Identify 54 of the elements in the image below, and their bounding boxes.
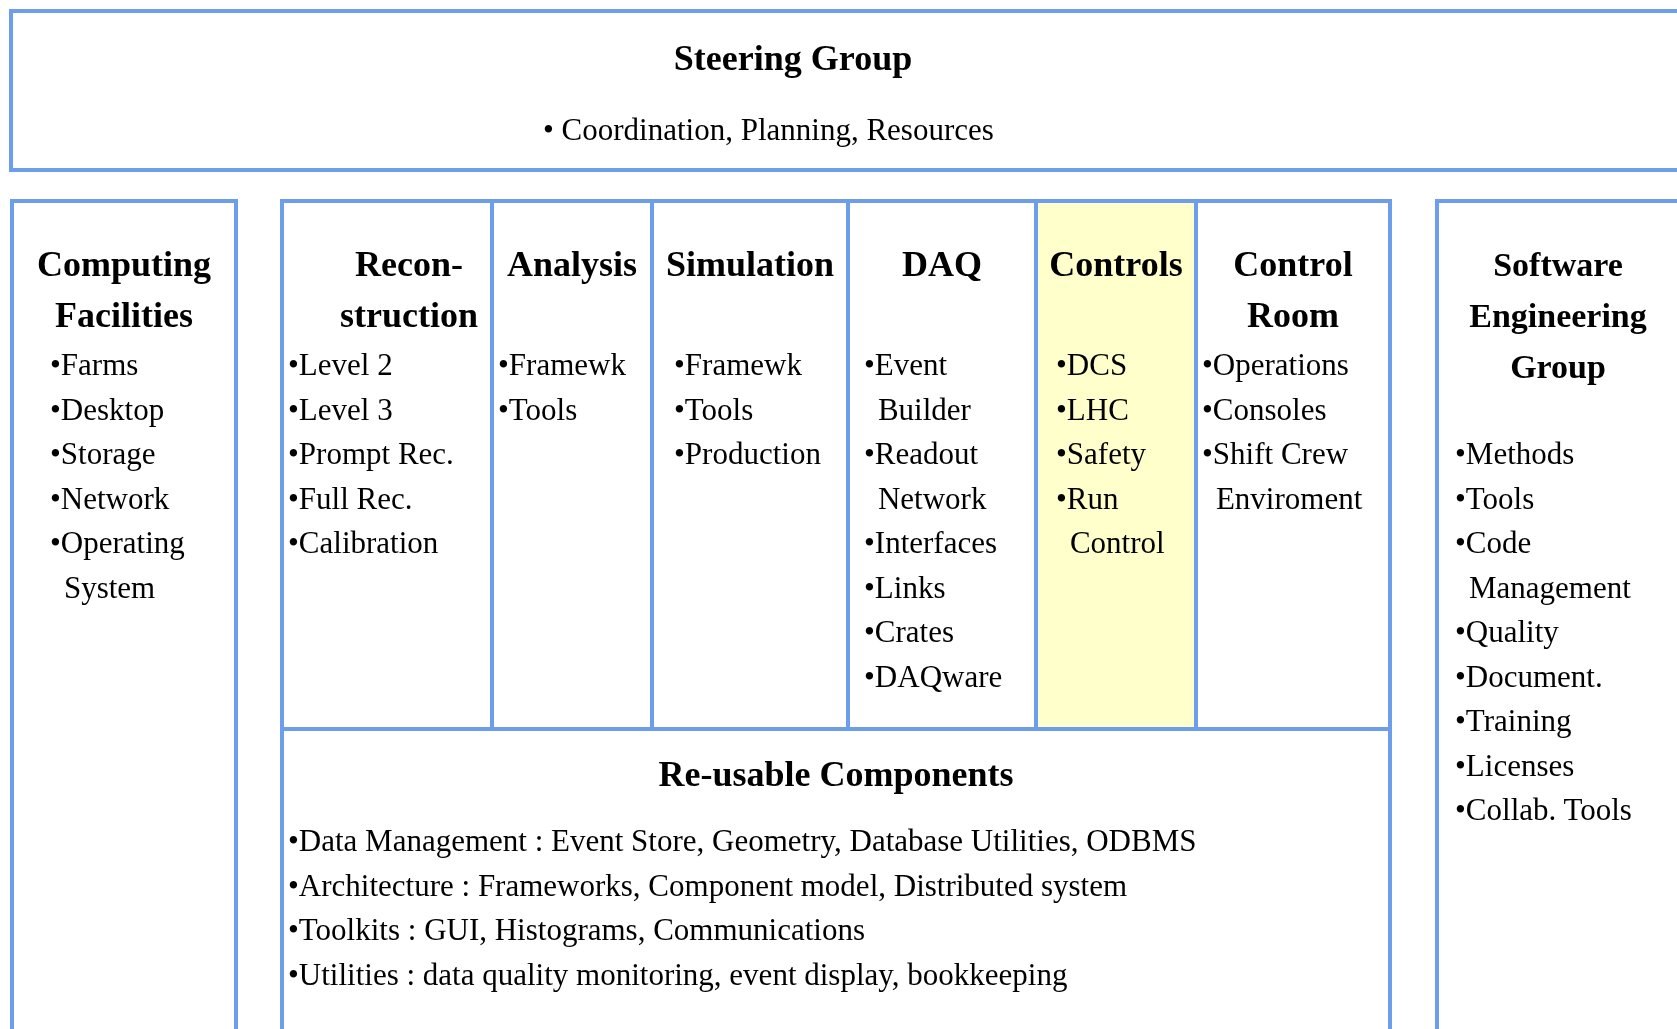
list-item: •Utilities : data quality monitoring, event display, bookkeeping bbox=[288, 955, 1068, 994]
list-item: •Event Builder bbox=[864, 346, 972, 429]
list-item: •Tools bbox=[1455, 479, 1536, 518]
list-item: •Level 2 bbox=[288, 346, 394, 384]
list-item: •Toolkits : GUI, Histograms, Communications bbox=[288, 911, 865, 949]
group-heading: Controls bbox=[1048, 243, 1184, 286]
list-item: •Desktop bbox=[50, 390, 166, 429]
group-heading: Simulation bbox=[664, 243, 835, 286]
list-item: •Training bbox=[1455, 702, 1573, 740]
list-item: •Crates bbox=[864, 613, 956, 651]
list-item: •Collab. Tools bbox=[1455, 791, 1633, 829]
list-item: •Code Management bbox=[1455, 524, 1632, 607]
list-item: •Consoles bbox=[1202, 390, 1328, 429]
list-item: •Level 3 bbox=[288, 390, 394, 429]
list-item: •Tools bbox=[498, 390, 579, 429]
group-heading: Control Room bbox=[1232, 243, 1354, 337]
list-item: •Framewk bbox=[674, 346, 803, 384]
list-item: •DAQware bbox=[864, 657, 1004, 696]
list-item: •Tools bbox=[674, 390, 755, 429]
list-item: •Farms bbox=[50, 346, 140, 384]
list-item: •Data Management : Event Store, Geometry, Database Utilities, ODBMS bbox=[288, 822, 1197, 860]
list-item: •Document. bbox=[1455, 657, 1604, 696]
list-item: •Safety bbox=[1056, 435, 1148, 473]
list-item: •Operations bbox=[1202, 346, 1350, 384]
group-heading: Steering Group bbox=[672, 37, 914, 80]
list-item: •Framewk bbox=[498, 346, 627, 384]
group-heading: Re-usable Components bbox=[657, 753, 1015, 796]
list-item: •Architecture : Frameworks, Component model, Distributed system bbox=[288, 866, 1128, 905]
list-item: •Interfaces bbox=[864, 524, 999, 562]
list-item: •Network bbox=[50, 479, 171, 518]
list-item: •Prompt Rec. bbox=[288, 435, 455, 473]
list-item: •Readout Network bbox=[864, 435, 988, 518]
list-item: •Methods bbox=[1455, 435, 1576, 473]
list-item: •Calibration bbox=[288, 524, 440, 562]
list-item: •Storage bbox=[50, 435, 157, 473]
list-item: •Full Rec. bbox=[288, 479, 414, 518]
list-item: •Production bbox=[674, 435, 822, 473]
group-heading: Computing Facilities bbox=[35, 243, 212, 337]
list-item: • Coordination, Planning, Resources bbox=[543, 111, 994, 149]
group-box bbox=[10, 199, 238, 1029]
list-item: •Run Control bbox=[1056, 479, 1166, 562]
list-item: •DCS bbox=[1056, 346, 1129, 384]
list-item: •Operating System bbox=[50, 524, 186, 607]
group-heading: Recon-struction bbox=[339, 243, 479, 337]
list-item: •LHC bbox=[1056, 390, 1130, 429]
list-item: •Shift Crew Enviroment bbox=[1202, 435, 1364, 518]
list-item: •Quality bbox=[1455, 613, 1560, 651]
group-heading: Analysis bbox=[505, 243, 638, 286]
list-item: •Licenses bbox=[1455, 746, 1576, 785]
group-heading: DAQ bbox=[901, 243, 983, 286]
group-box bbox=[1435, 199, 1677, 1029]
list-item: •Links bbox=[864, 568, 947, 607]
group-box bbox=[9, 9, 1677, 172]
group-heading: Software Engineering Group bbox=[1468, 245, 1648, 387]
